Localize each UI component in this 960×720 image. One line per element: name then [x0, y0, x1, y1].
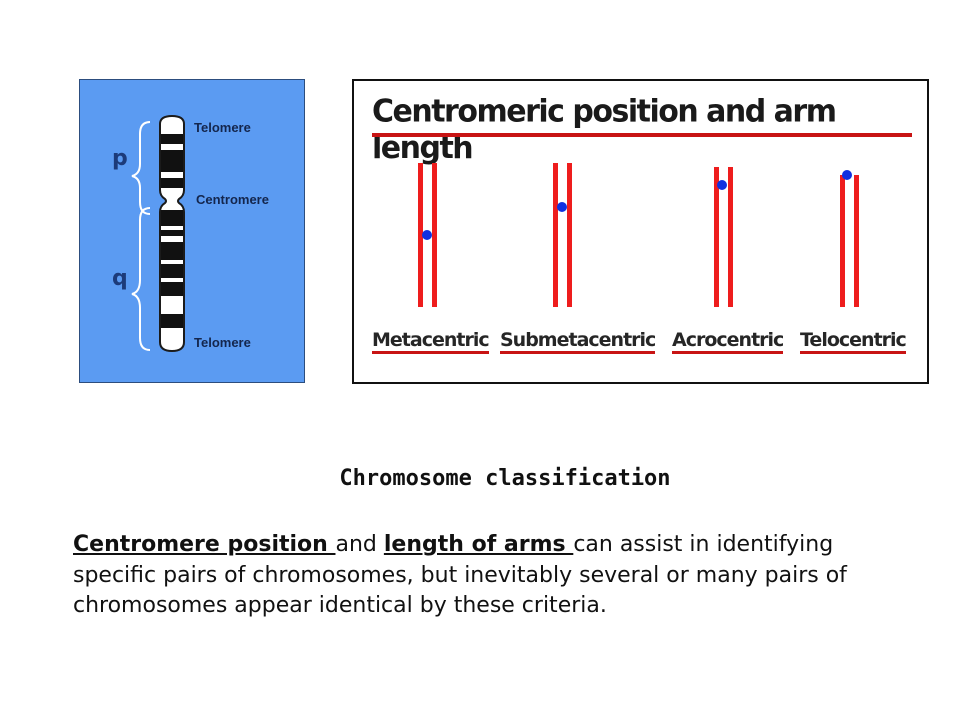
acrocentric-chromosome — [714, 167, 733, 307]
telomere-bottom-label: Telomere — [194, 335, 251, 350]
section-heading: Chromosome classification — [339, 466, 671, 491]
chromosome-types-illustration — [418, 163, 859, 307]
centromere-label: Centromere — [196, 192, 269, 207]
metacentric-chromosome — [418, 163, 437, 307]
term-length-of-arms: length of arms — [383, 532, 574, 557]
p-arm-label: p — [112, 146, 128, 171]
metacentric-centromere — [422, 230, 432, 240]
telocentric-chromosome — [840, 170, 859, 307]
chromosome-body — [159, 114, 185, 353]
q-arm-brace — [131, 207, 151, 351]
telocentric-label: Telocentric — [800, 329, 907, 354]
telomere-top-label: Telomere — [194, 120, 251, 135]
submetacentric-centromere — [557, 202, 567, 212]
title-underline — [372, 133, 912, 137]
metacentric-label: Metacentric — [372, 329, 490, 354]
acrocentric-label: Acrocentric — [672, 329, 784, 354]
q-arm-label: q — [112, 266, 128, 291]
telocentric-centromere — [842, 170, 852, 180]
body-joiner: and — [335, 532, 384, 557]
centromeric-position-diagram: Centromeric position and arm length Meta… — [352, 79, 929, 384]
chromosome-illustration — [131, 114, 185, 353]
acrocentric-centromere — [717, 180, 727, 190]
term-centromere-position: Centromere position — [73, 532, 336, 557]
body-paragraph: Centromere position and length of arms c… — [73, 530, 893, 622]
submetacentric-chromosome — [553, 163, 572, 307]
p-arm-brace — [131, 121, 151, 215]
chromosome-structure-diagram: p q Telomere Centromere Telomere — [79, 79, 305, 383]
submetacentric-label: Submetacentric — [500, 329, 656, 354]
body-rest: can assist in identifying specific pairs… — [73, 532, 847, 618]
